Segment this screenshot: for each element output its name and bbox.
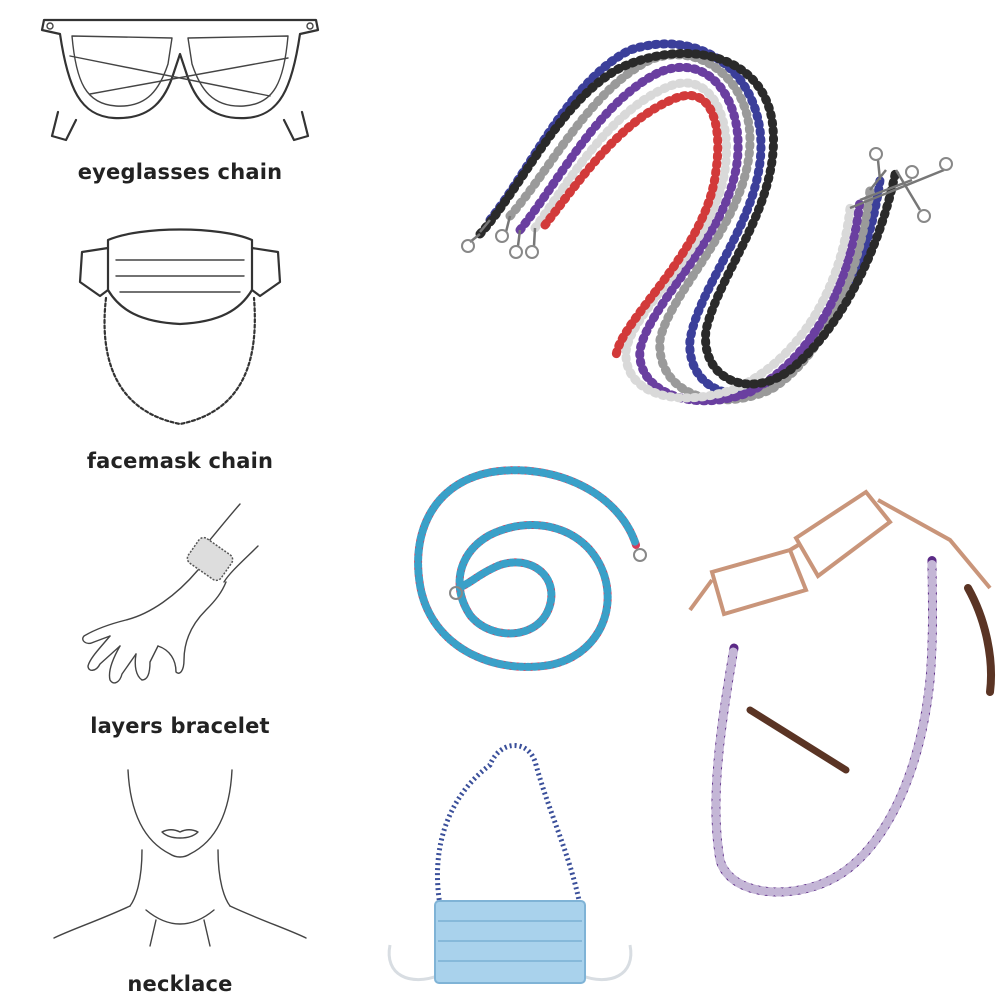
coiled-chain-image <box>414 466 647 671</box>
facemask-illustration <box>78 228 282 426</box>
eyeglasses-chain-label: eyeglasses chain <box>77 160 283 184</box>
bracelet-illustration <box>82 503 259 684</box>
beaded-chains-bundle-image <box>461 39 953 406</box>
necklace-illustration <box>53 769 307 947</box>
facemask-with-chain-image <box>387 743 633 984</box>
necklace-label: necklace <box>127 972 233 996</box>
facemask-chain-label: facemask chain <box>86 449 274 473</box>
layers-bracelet-label: layers bracelet <box>90 714 270 738</box>
glasses-with-chain-image <box>688 489 996 897</box>
eyeglasses-illustration <box>40 18 320 142</box>
